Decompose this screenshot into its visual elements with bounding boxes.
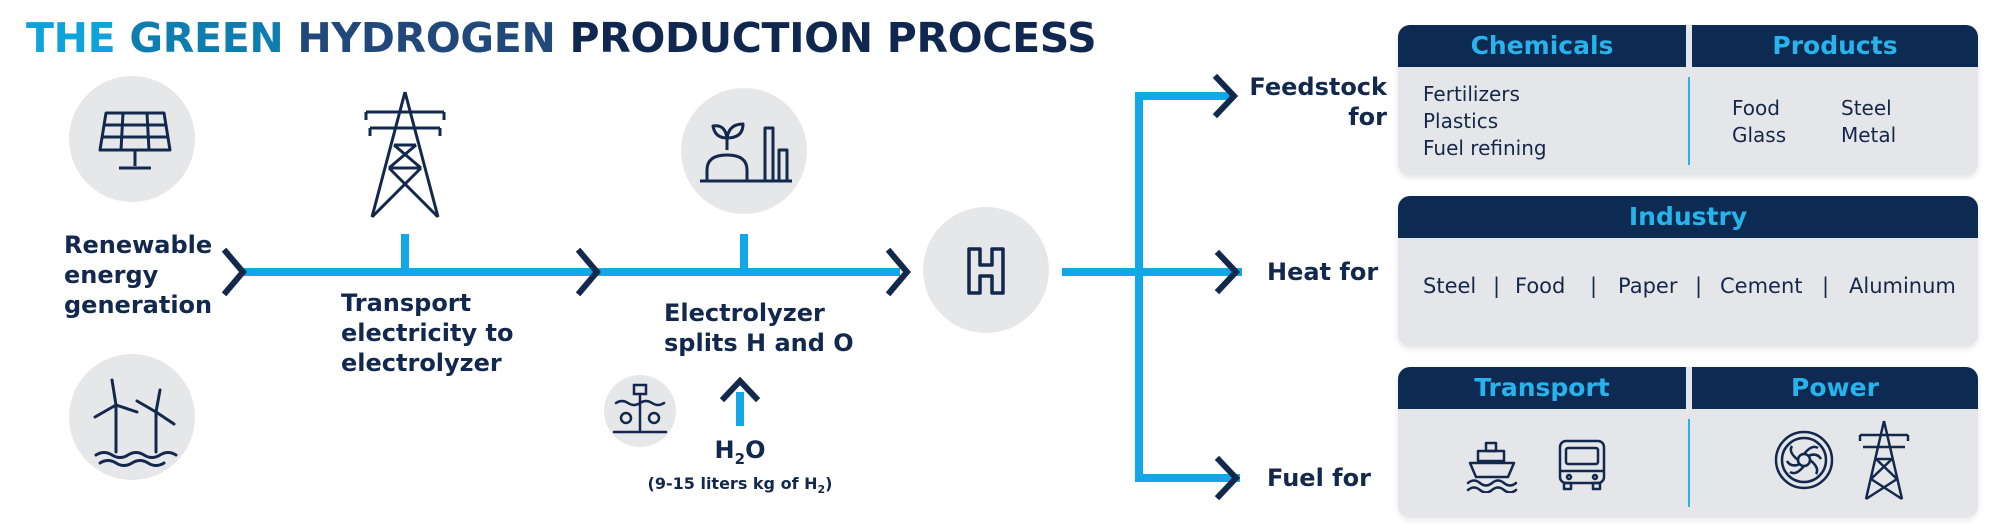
solar-circle bbox=[69, 76, 195, 202]
list-item: Fuel refining bbox=[1423, 136, 1547, 160]
branch-stem bbox=[1062, 268, 1242, 276]
products-list-col-1: Food Glass bbox=[1732, 95, 1786, 149]
chevron-right-icon bbox=[1212, 73, 1239, 119]
water-note: (9-15 liters kg of H2) bbox=[647, 473, 833, 496]
water-treatment-icon bbox=[612, 383, 668, 434]
title-word-1: THE bbox=[26, 14, 116, 62]
bus-icon bbox=[1558, 439, 1606, 491]
separator: | bbox=[1590, 274, 1598, 298]
power-header: Power bbox=[1692, 367, 1978, 409]
transport-electricity-label: Transport electricity to electrolyzer bbox=[341, 288, 513, 378]
industry-card: Industry Steel | Food | Paper | Cement |… bbox=[1398, 196, 1978, 346]
transport-line-2: electricity to bbox=[341, 319, 514, 347]
card-divider bbox=[1688, 77, 1690, 165]
industry-header: Industry bbox=[1398, 196, 1978, 238]
hydrogen-circle bbox=[923, 207, 1049, 333]
branch-bottom bbox=[1135, 474, 1240, 482]
transmission-tower-icon bbox=[364, 91, 446, 219]
branch-vertical bbox=[1135, 96, 1143, 480]
power-pylon-icon bbox=[1858, 420, 1910, 501]
fuel-label: Fuel for bbox=[1267, 464, 1371, 492]
separator: | bbox=[1493, 274, 1501, 298]
page-title: THE GREEN HYDROGEN PRODUCTION PROCESS bbox=[26, 14, 1097, 62]
chemicals-list: Fertilizers Plastics Fuel refining bbox=[1423, 81, 1547, 162]
renewable-line-3: generation bbox=[64, 291, 213, 319]
wind-circle bbox=[69, 354, 195, 480]
separator: | bbox=[1695, 274, 1703, 298]
feedstock-line-2: for bbox=[1348, 103, 1387, 131]
transport-line-1: Transport bbox=[341, 289, 472, 317]
chemicals-header: Chemicals bbox=[1398, 25, 1686, 67]
transport-tick bbox=[401, 234, 409, 272]
chevron-right-icon bbox=[1214, 455, 1241, 501]
solar-panel-icon bbox=[98, 111, 172, 170]
renewable-line-2: energy bbox=[64, 261, 159, 289]
transport-header: Transport bbox=[1398, 367, 1686, 409]
turbine-icon bbox=[1774, 430, 1834, 490]
chevron-right-icon bbox=[885, 247, 911, 297]
feedstock-label: Feedstock for bbox=[1206, 72, 1387, 132]
card-divider bbox=[1688, 419, 1690, 507]
fuel-card: Transport Power bbox=[1398, 367, 1978, 517]
branch-top bbox=[1135, 92, 1230, 100]
list-item: Steel bbox=[1423, 274, 1477, 298]
chevron-right-icon bbox=[221, 247, 247, 297]
products-list-col-2: Steel Metal bbox=[1841, 95, 1896, 149]
title-word-2: GREEN bbox=[129, 14, 284, 62]
list-item: Glass bbox=[1732, 123, 1787, 147]
electrolyzer-line-1: Electrolyzer bbox=[664, 299, 825, 327]
list-item: Metal bbox=[1841, 123, 1897, 147]
water-arrow-shaft bbox=[736, 392, 744, 426]
factory-leaf-icon bbox=[700, 122, 792, 183]
chevron-right-icon bbox=[575, 247, 601, 297]
electrolyzer-line-2: splits H and O bbox=[664, 329, 854, 357]
ship-icon bbox=[1466, 441, 1518, 493]
separator: | bbox=[1822, 274, 1830, 298]
chevron-up-icon bbox=[719, 376, 761, 403]
list-item: Steel bbox=[1841, 96, 1892, 120]
feedstock-line-1: Feedstock bbox=[1249, 73, 1387, 101]
list-item: Food bbox=[1515, 274, 1566, 298]
transport-line-3: electrolyzer bbox=[341, 349, 502, 377]
list-item: Aluminum bbox=[1849, 274, 1956, 298]
title-word-3: HYDROGEN bbox=[297, 14, 556, 62]
heat-label: Heat for bbox=[1267, 258, 1379, 286]
water-formula: H2O bbox=[714, 436, 766, 468]
electrolyzer-tick bbox=[740, 234, 748, 272]
list-item: Paper bbox=[1618, 274, 1678, 298]
list-item: Cement bbox=[1720, 274, 1803, 298]
hydrogen-symbol: H bbox=[966, 248, 1006, 292]
water-label: H2O (9-15 liters kg of H2) bbox=[640, 436, 840, 501]
renewable-energy-label: Renewable energy generation bbox=[64, 230, 212, 320]
feedstock-card: Chemicals Products Fertilizers Plastics … bbox=[1398, 25, 1978, 175]
renewable-line-1: Renewable bbox=[64, 231, 213, 259]
list-item: Plastics bbox=[1423, 109, 1499, 133]
list-item: Fertilizers bbox=[1423, 82, 1520, 106]
chevron-right-icon bbox=[1214, 249, 1241, 295]
hydrogen-h-icon bbox=[967, 247, 1005, 295]
products-header: Products bbox=[1692, 25, 1978, 67]
offshore-wind-turbine-icon bbox=[93, 378, 178, 467]
title-word-4: PRODUCTION PROCESS bbox=[569, 14, 1097, 62]
list-item: Food bbox=[1732, 96, 1780, 120]
main-flow-line bbox=[240, 268, 900, 276]
electrolyzer-label: Electrolyzer splits H and O bbox=[664, 298, 854, 358]
